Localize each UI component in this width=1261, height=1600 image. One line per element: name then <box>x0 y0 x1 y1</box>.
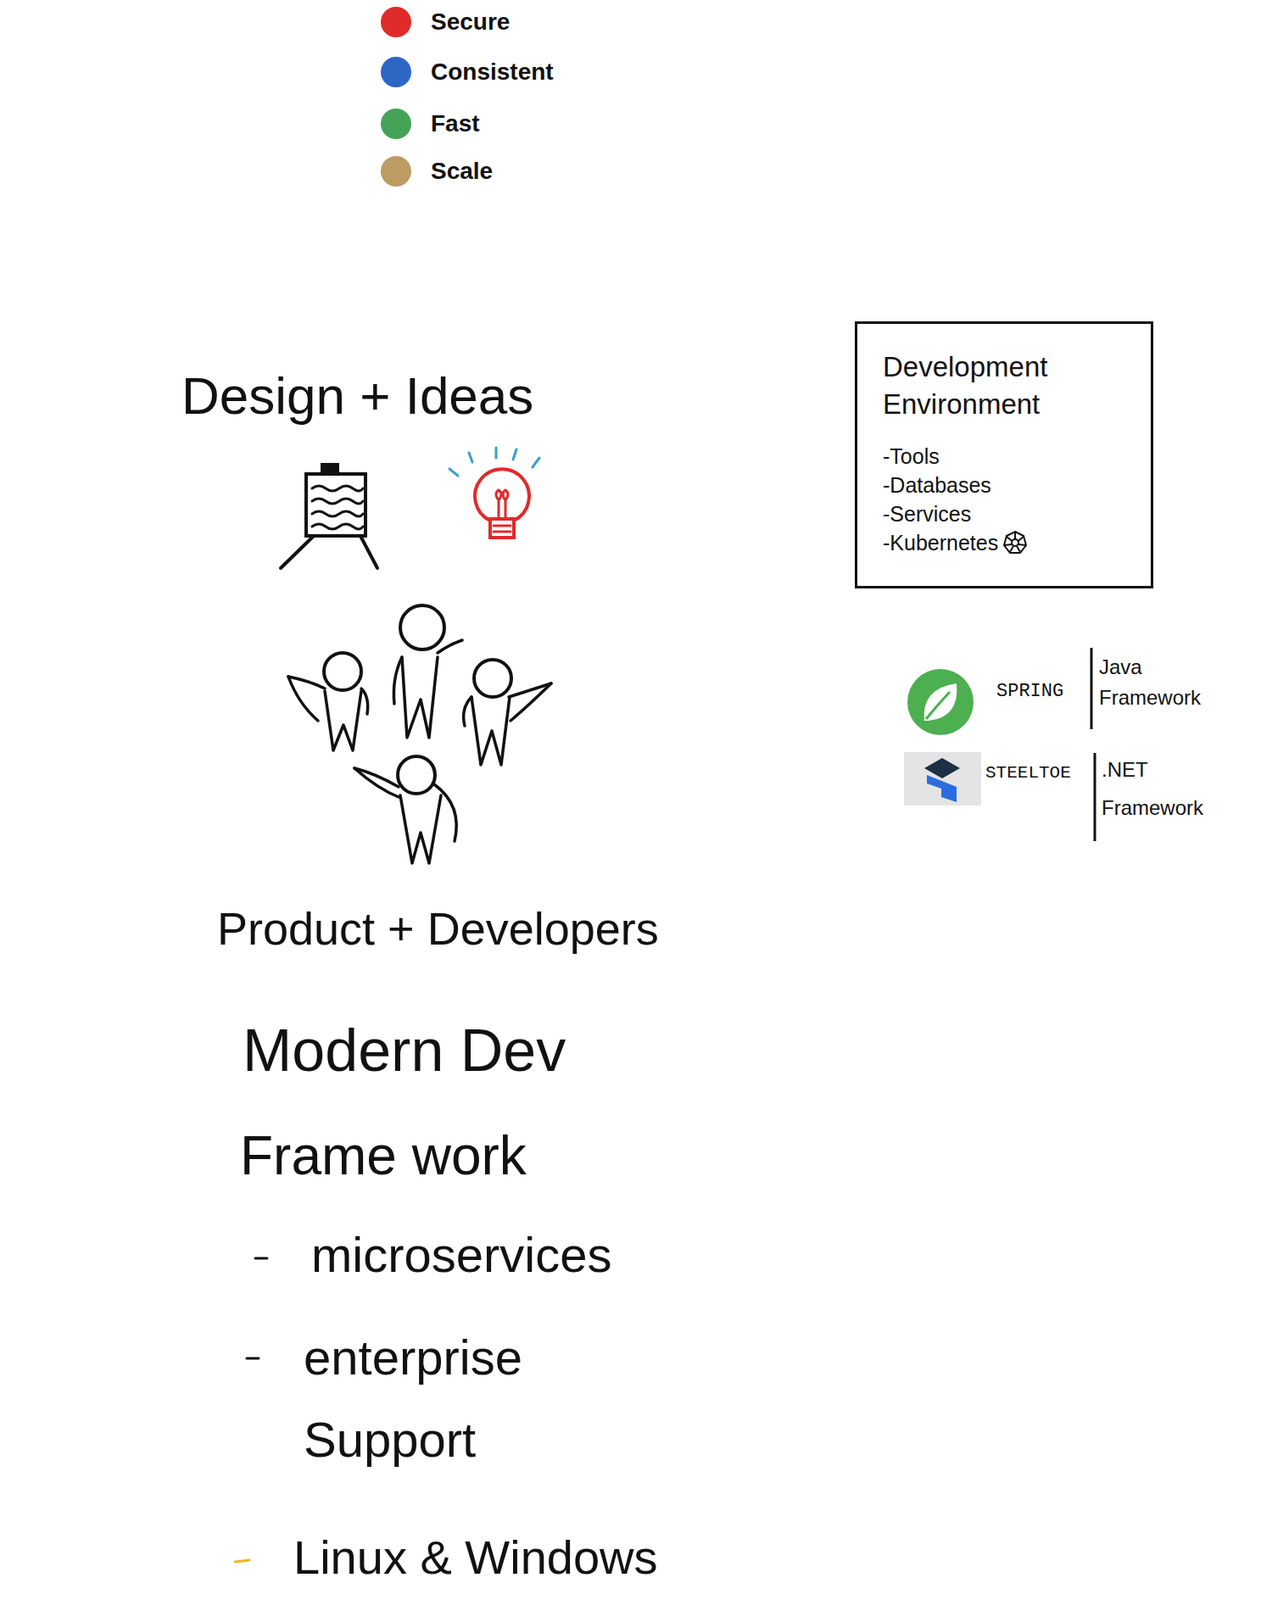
legend-swatch <box>380 6 412 38</box>
steeltoe-logo <box>903 752 982 806</box>
list-item: Linux & Windows <box>293 1530 659 1585</box>
box-list-item: -Kubernetes <box>882 528 999 558</box>
legend-text: Scale <box>430 156 493 186</box>
legend-swatch <box>380 156 412 187</box>
logo-name: SPRING <box>996 680 1064 704</box>
box-heading: Development Environment <box>882 348 1100 424</box>
framework-label: .NET Framework <box>1101 750 1212 827</box>
easel-icon <box>280 464 378 569</box>
box-list-item: -Databases <box>882 470 992 500</box>
legend-text: Secure <box>430 7 510 37</box>
separator-line <box>1093 753 1097 842</box>
legend-text: Fast <box>430 109 480 139</box>
logo-name: STEELTOE <box>985 761 1072 786</box>
separator-line <box>1090 647 1094 730</box>
list-item: enterprise Support <box>303 1316 643 1481</box>
section-heading: Modern Dev <box>242 1016 566 1085</box>
spring-logo <box>907 669 974 736</box>
section-heading: Frame work <box>239 1124 527 1188</box>
box-list-item: -Tools <box>882 441 940 471</box>
lightbulb-icon <box>449 447 540 538</box>
section-heading: Design + Ideas <box>181 365 534 427</box>
list-bullets <box>234 1258 268 1563</box>
legend-text: Consistent <box>430 57 554 87</box>
people-figures <box>288 605 552 864</box>
list-item: microservices <box>311 1226 613 1284</box>
framework-label: Java Framework <box>1099 652 1210 714</box>
kubernetes-icon <box>1004 531 1027 553</box>
group-label: Product + Developers <box>217 901 659 956</box>
box-list-item: -Services <box>882 499 971 529</box>
environment-box: Development Environment-Tools-Databases-… <box>854 321 1154 589</box>
legend-swatch <box>380 56 412 88</box>
legend-swatch <box>380 108 412 140</box>
